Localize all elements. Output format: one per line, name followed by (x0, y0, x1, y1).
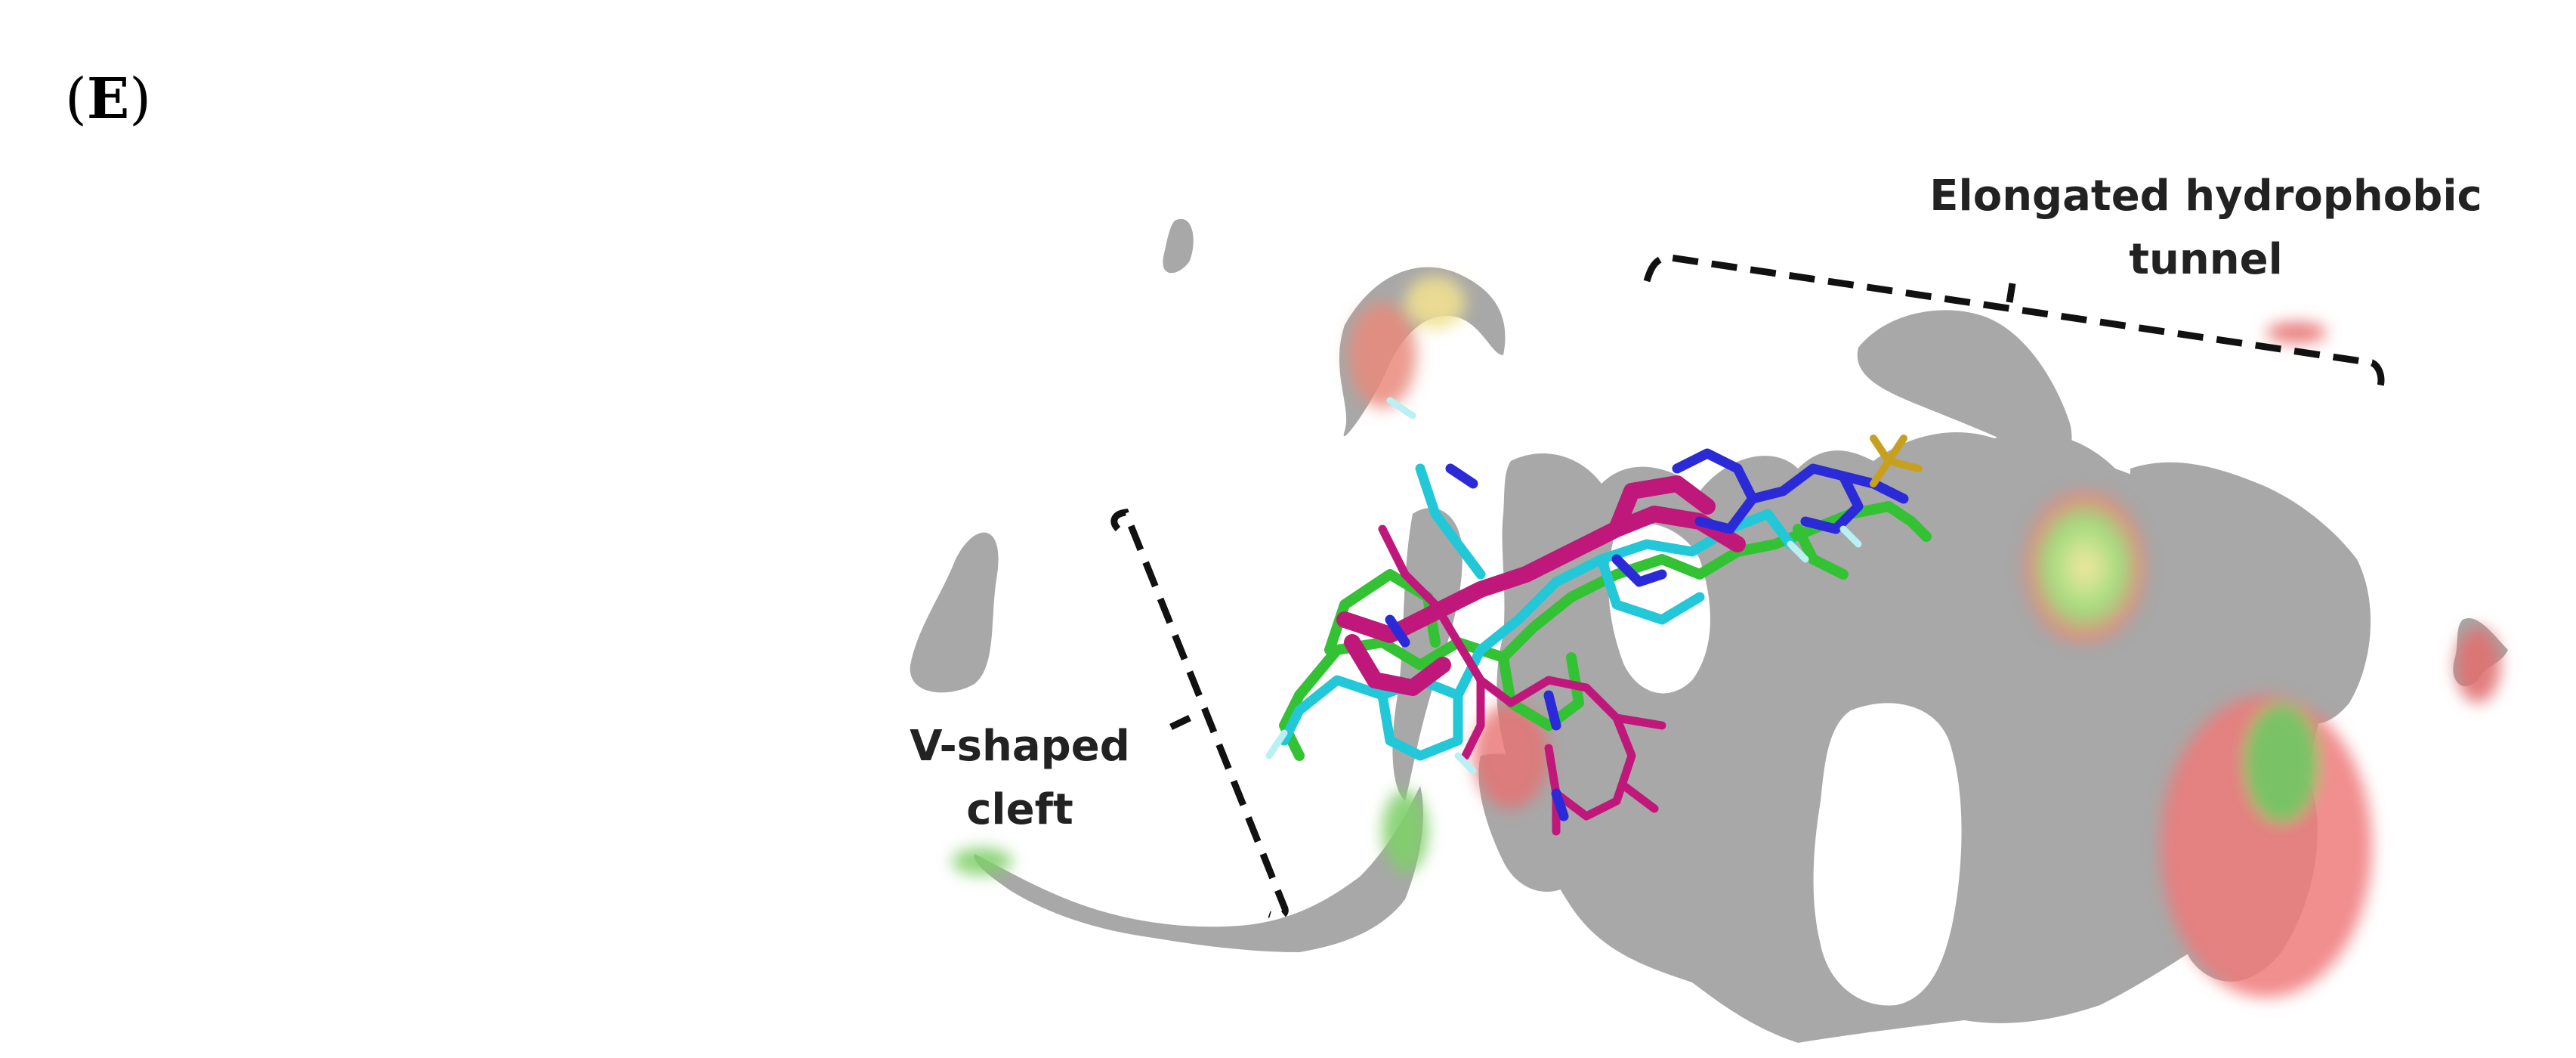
tunnel-bracket (1643, 253, 2385, 391)
patch-lower-right-red (2161, 695, 2372, 998)
patch-right-green (2025, 491, 2145, 642)
tunnel-annotation: Elongated hydrophobic tunnel (1904, 165, 2508, 292)
patch-upper-arch-yellow (1405, 276, 1466, 329)
patch-upper-arch-red (1348, 302, 1416, 408)
surface-upper-left-blob (1163, 218, 1194, 274)
patch-bottom-left-green (952, 848, 1012, 875)
surface-right-lobe (2130, 462, 2371, 725)
panel-label: (E) (65, 67, 152, 131)
patch-left-arm-green (1382, 790, 1428, 873)
patch-lower-right-green (2244, 703, 2319, 824)
patch-far-right-red (2455, 627, 2500, 703)
cleft-annotation-line1: V-shaped (910, 722, 1130, 771)
ligand-hydrogens (1265, 397, 1862, 775)
surface-upper-right-blob (1857, 310, 2072, 459)
ligand-overlay (1265, 397, 1932, 836)
cleft-annotation: V-shaped cleft (876, 715, 1163, 842)
patch-top-right-red (2266, 322, 2327, 343)
tunnel-annotation-line1: Elongated hydrophobic (1929, 172, 2482, 221)
ligand-magenta (1336, 475, 1746, 696)
surface-colored-patches (952, 276, 2500, 998)
patch-center-red (1473, 703, 1549, 809)
cleft-annotation-line2: cleft (966, 785, 1073, 834)
panel-letter: E (86, 67, 130, 131)
cleft-bracket (1110, 509, 1289, 920)
surface-bottom-left-arc (974, 786, 1423, 952)
ligand-sulfonyl (1870, 435, 1923, 487)
hole-center (1813, 703, 1962, 1006)
ligand-cyan (1279, 463, 1796, 761)
surface-left-patch (910, 532, 999, 693)
tunnel-annotation-line2: tunnel (2129, 235, 2283, 284)
